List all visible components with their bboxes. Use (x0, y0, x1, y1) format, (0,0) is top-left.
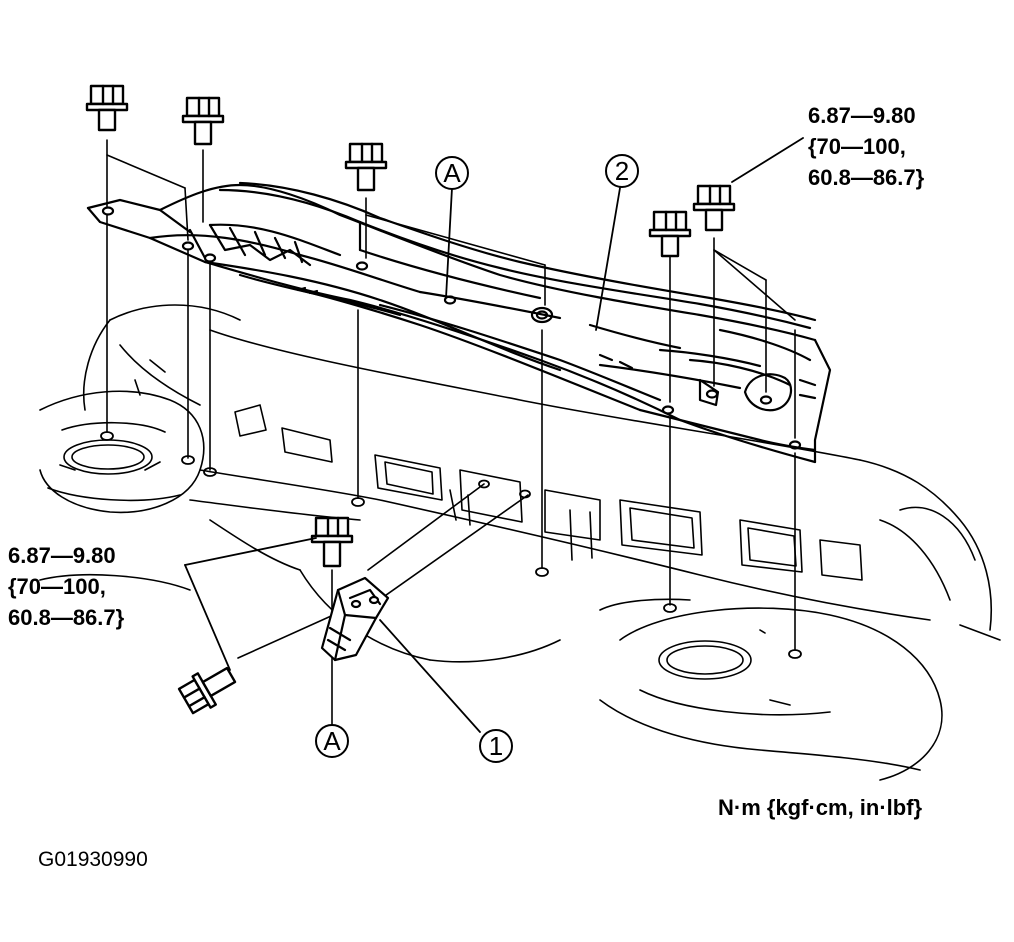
torque-spec-upper-right: 6.87—9.80 {70—100, 60.8—86.7} (808, 100, 924, 193)
bolt-icon (310, 516, 354, 568)
cowl-grille (86, 181, 832, 464)
figure-id: G01930990 (38, 848, 148, 871)
torque-range-inlbf: 60.8—86.7} (8, 605, 125, 630)
torque-range-kgfcm: {70—100, (808, 134, 906, 159)
callout-2-circle (605, 154, 639, 188)
torque-units-label: N·m {kgf·cm, in·lbf} (718, 795, 923, 820)
callout-part-2: 2 (615, 156, 629, 186)
torque-spec-left: 6.87—9.80 {70—100, 60.8—86.7} (8, 540, 124, 633)
bolt-icon (648, 210, 692, 258)
torque-range-nm: 6.87—9.80 (8, 543, 116, 568)
bolt-icon (85, 84, 129, 132)
bolt-icon (177, 666, 237, 715)
bolts (85, 84, 736, 715)
vehicle-body-panel (39, 304, 1001, 781)
bolt-icon (692, 184, 736, 232)
body-bolt-holes (100, 431, 802, 659)
leader-lines (184, 137, 804, 733)
callout-a-top-circle (435, 156, 469, 190)
torque-range-nm: 6.87—9.80 (808, 103, 916, 128)
bolt-icon (181, 96, 225, 146)
callout-a-bottom-circle (315, 724, 349, 758)
torque-range-kgfcm: {70—100, (8, 574, 106, 599)
callout-1-circle (479, 729, 513, 763)
callouts: A 2 A 1 (315, 154, 639, 763)
callout-part-1: 1 (489, 731, 503, 761)
torque-range-inlbf: 60.8—86.7} (808, 165, 925, 190)
alignment-lines (106, 139, 796, 725)
callout-a-bottom: A (323, 726, 341, 756)
callout-a-top: A (443, 158, 461, 188)
bracket (320, 576, 390, 662)
bolt-icon (344, 142, 388, 192)
